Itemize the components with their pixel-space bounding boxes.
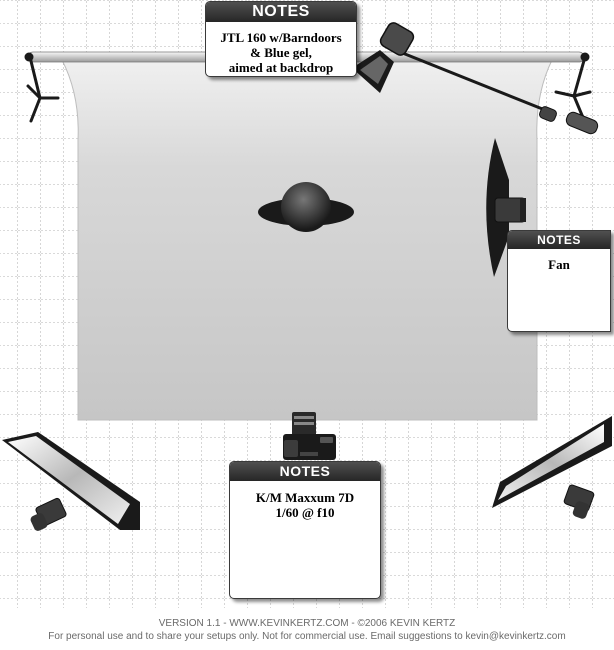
softbox-right-icon (492, 416, 612, 519)
light-stand-left-icon (24, 52, 60, 123)
notes-card-title: NOTES (508, 231, 610, 249)
notes-card-boom-light: NOTES JTL 160 w/Barndoors & Blue gel, ai… (205, 1, 357, 77)
footer-version-line: VERSION 1.1 - WWW.KEVINKERTZ.COM - ©2006… (158, 618, 456, 629)
notes-card-text: Fan (548, 257, 570, 272)
notes-card-camera: NOTES K/M Maxxum 7D 1/60 @ f10 (229, 461, 381, 599)
footer: VERSION 1.1 - WWW.KEVINKERTZ.COM - ©2006… (0, 617, 614, 643)
spotlight-barndoors-icon (352, 22, 599, 135)
notes-card-text: JTL 160 w/Barndoors & Blue gel, aimed at… (220, 30, 342, 75)
subject-person-icon (258, 182, 354, 232)
camera-icon (283, 412, 336, 460)
notes-card-fan: NOTES Fan (507, 230, 611, 332)
backdrop-icon (61, 59, 553, 421)
notes-card-title: NOTES (230, 462, 380, 481)
beauty-dish-icon (486, 138, 526, 277)
softbox-left-icon (2, 432, 140, 531)
notes-card-title: NOTES (206, 2, 356, 22)
notes-card-text: K/M Maxxum 7D 1/60 @ f10 (255, 490, 355, 520)
footer-usage-line: For personal use and to share your setup… (48, 631, 566, 642)
